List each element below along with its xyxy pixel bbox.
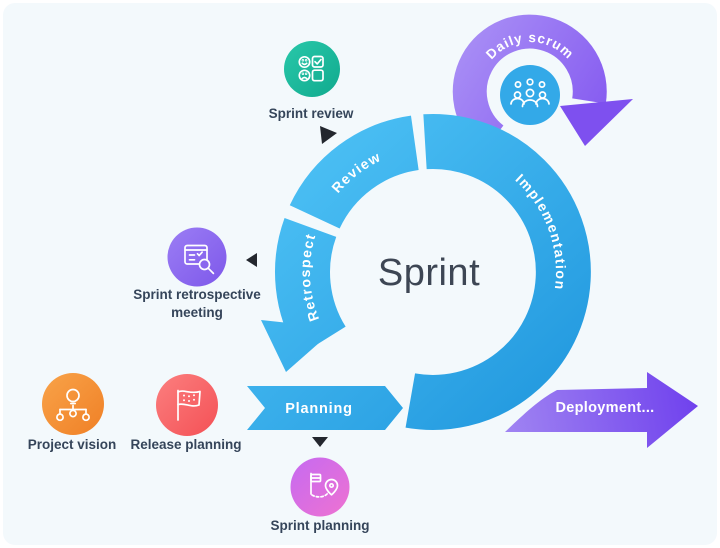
- roadmap-pin-icon: [310, 472, 339, 498]
- daily-scrum-arc: [452, 14, 607, 153]
- node-project-vision: Project vision: [28, 373, 117, 452]
- deployment-label: Deployment...: [556, 400, 655, 416]
- deployment-arrow: [505, 372, 698, 448]
- node-release-planning: Release planning: [130, 374, 242, 452]
- milestone-flag-icon: [177, 389, 201, 421]
- retrospect-pointer-icon: [246, 253, 257, 267]
- release-planning-label: Release planning: [130, 437, 241, 452]
- planning-pointer-icon: [312, 437, 328, 447]
- feedback-faces-checklist-icon: [298, 55, 324, 82]
- retrospect-arrowhead-icon: [261, 320, 336, 372]
- daily-scrum-arrowhead-icon: [560, 99, 633, 146]
- node-sprint-review: Sprint review: [269, 41, 354, 144]
- sprint-planning-label: Sprint planning: [271, 518, 370, 533]
- idea-sitemap-icon: [56, 388, 90, 422]
- report-magnifier-icon: [184, 244, 215, 275]
- project-vision-label: Project vision: [28, 437, 117, 452]
- daily-scrum-badge-circle: [500, 65, 560, 125]
- segment-implementation: [405, 113, 591, 430]
- background-panel: [3, 3, 717, 545]
- sprint-planning-circle: [290, 457, 350, 517]
- node-sprint-planning: Sprint planning: [271, 437, 370, 533]
- review-pointer-icon: [320, 126, 337, 144]
- sprint-center-title: Sprint: [378, 252, 480, 294]
- retrospective-label-line1: Sprint retrospective: [133, 287, 261, 302]
- node-sprint-retrospective-meeting: Sprint retrospective meeting: [133, 227, 261, 320]
- sprint-review-label: Sprint review: [269, 106, 354, 121]
- planning-band-label: Planning: [285, 401, 353, 417]
- segment-planning-band: [247, 386, 403, 430]
- deployment-arrow-shape: [505, 372, 698, 448]
- retrospective-circle: [167, 227, 227, 287]
- retrospective-label-line2: meeting: [171, 305, 223, 320]
- sprint-ring: [247, 113, 591, 430]
- segment-review: [289, 115, 420, 230]
- sprint-review-circle: [284, 41, 340, 97]
- daily-scrum-badge: [500, 65, 560, 125]
- team-group-icon: [510, 78, 550, 108]
